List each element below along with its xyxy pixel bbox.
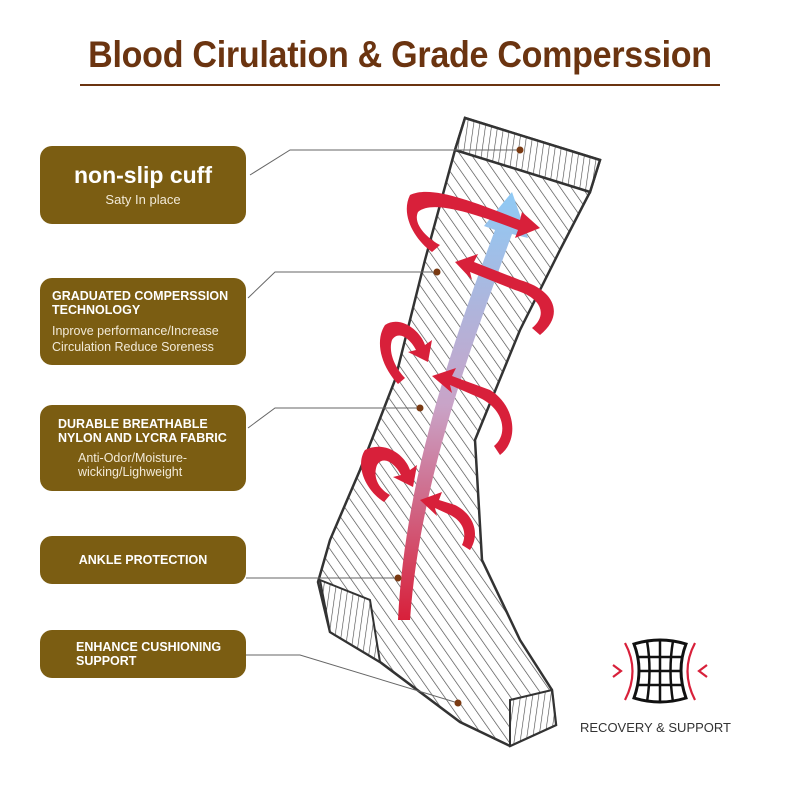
page-title: Blood Cirulation & Grade Comperssion (88, 34, 712, 75)
sock-outline (316, 116, 602, 748)
leader-lines (246, 149, 520, 704)
circulation-arrow (398, 192, 528, 620)
title-underline (80, 84, 720, 86)
feature-heading: ANKLE PROTECTION (78, 553, 208, 567)
callout-dots (394, 146, 524, 707)
sock-toe (509, 688, 558, 748)
sock-cuff (453, 116, 602, 194)
feature-heading: GRADUATED COMPERSSION TECHNOLOGY (52, 288, 229, 317)
feature-heading: DURABLE BREATHABLE NYLON AND LYCRA FABRI… (58, 417, 227, 445)
feature-sub: Inprove performance/Increase Circulation… (52, 323, 219, 354)
feature-heading: non-slip cuff (74, 162, 212, 188)
compression-swirl-arrows (361, 191, 554, 550)
feature-cushioning-support: ENHANCE CUSHIONING SUPPORT (40, 630, 246, 678)
feature-sub: Anti-Odor/Moisture-wicking/Lighweight (78, 451, 188, 479)
feature-breathable-fabric: DURABLE BREATHABLE NYLON AND LYCRA FABRI… (40, 405, 246, 491)
feature-heading: ENHANCE CUSHIONING SUPPORT (76, 640, 222, 668)
feature-graduated-compression: GRADUATED COMPERSSION TECHNOLOGY Inprove… (40, 278, 246, 365)
compression-grid-icon (612, 638, 708, 704)
sock-heel (318, 578, 382, 664)
recovery-support-label: RECOVERY & SUPPORT (580, 720, 731, 735)
feature-ankle-protection: ANKLE PROTECTION (40, 536, 246, 584)
feature-sub: Saty In place (105, 192, 181, 207)
feature-non-slip-cuff: non-slip cuff Saty In place (40, 146, 246, 224)
